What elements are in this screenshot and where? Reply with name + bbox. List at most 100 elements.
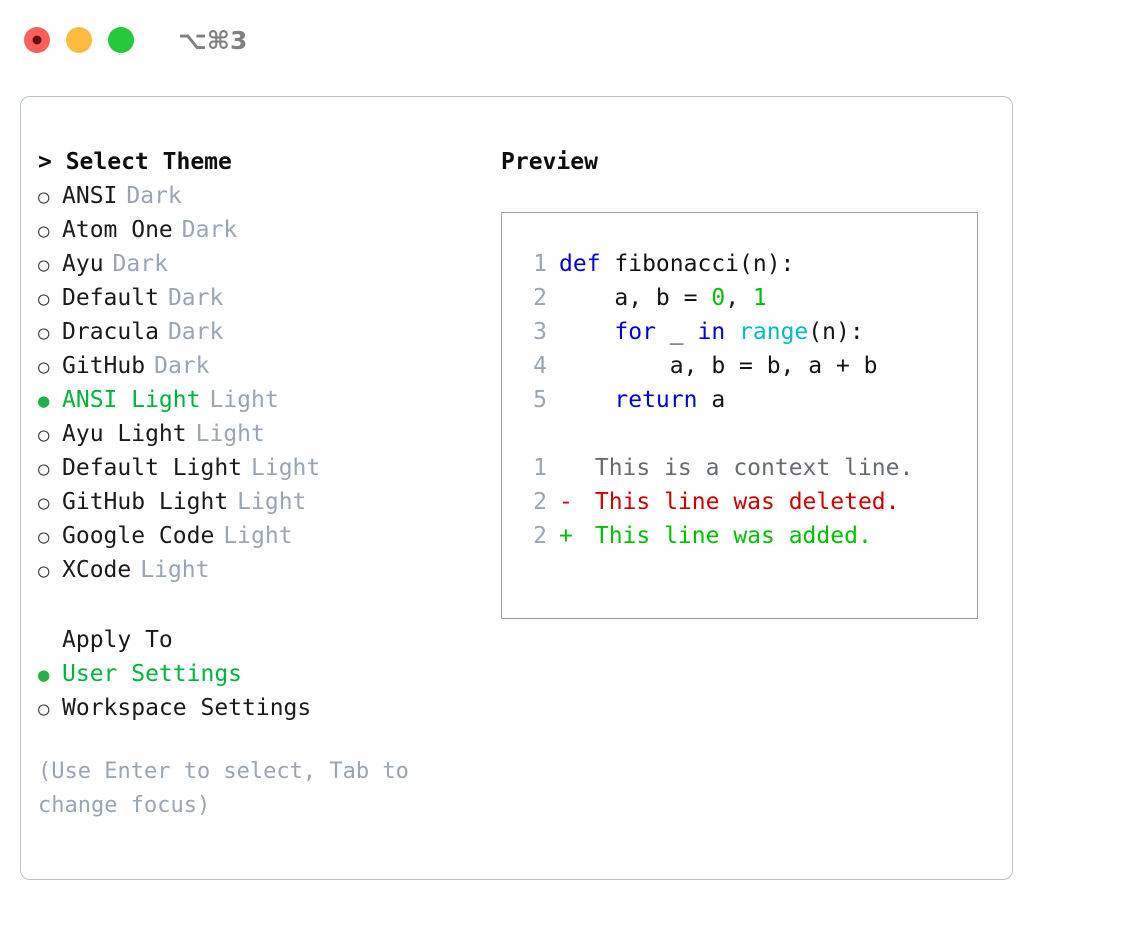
theme-option-label: Default Light <box>62 455 243 481</box>
theme-option-tag: Light <box>195 421 265 447</box>
radio-unselected-icon: ○ <box>38 424 50 446</box>
apply-to-option-user-settings[interactable]: ● User Settings <box>38 657 498 691</box>
diff-sign: - <box>559 489 573 515</box>
theme-option-xcode[interactable]: ○ XCode Light <box>38 553 498 587</box>
code-line-content: a, b = 0, 1 <box>559 281 767 315</box>
diff-line-ctx: 1 This is a context line. <box>502 451 977 485</box>
apply-to-list: ● User Settings ○Workspace Settings <box>38 657 498 725</box>
list-spacer <box>38 587 498 623</box>
diff-line-add: 2 + This line was added. <box>502 519 977 553</box>
theme-option-google-code[interactable]: ○ Google Code Light <box>38 519 498 553</box>
radio-unselected-icon: ○ <box>38 322 50 344</box>
radio-unselected-icon: ○ <box>38 186 50 208</box>
radio-unselected-icon: ○ <box>38 458 50 480</box>
diff-line-number: 2 <box>533 523 547 549</box>
theme-option-tag: Light <box>251 455 321 481</box>
radio-unselected-icon: ○ <box>38 220 50 242</box>
code-line-content: for _ in range(n): <box>559 315 864 349</box>
diff-line-number: 2 <box>533 489 547 515</box>
window-title: ⌥⌘3 <box>178 25 248 55</box>
code-line-number: 4 <box>533 353 547 379</box>
code-token-def: a <box>697 387 726 413</box>
radio-unselected-icon: ○ <box>38 254 50 276</box>
theme-option-label: ANSI <box>62 183 118 209</box>
apply-to-option-workspace-settings[interactable]: ○Workspace Settings <box>38 691 498 725</box>
code-line-number: 2 <box>533 285 547 311</box>
diff-line-number: 1 <box>533 455 547 481</box>
code-token-fn: range <box>739 319 809 345</box>
diff-line-content: This is a context line. <box>559 451 914 485</box>
keyboard-hint-text: (Use Enter to select, Tab to change focu… <box>38 759 409 818</box>
theme-option-label: Ayu <box>62 251 104 277</box>
theme-option-tag: Dark <box>167 285 224 311</box>
theme-option-label: Google Code <box>62 523 215 549</box>
diff-line-del: 2- This line was deleted. <box>502 485 977 519</box>
code-line-content: return a <box>559 383 725 417</box>
theme-option-label: GitHub Light <box>62 489 229 515</box>
code-token-kw: in <box>697 319 726 345</box>
maximize-button-icon[interactable] <box>108 27 134 53</box>
code-line-content: a, b = b, a + b <box>559 349 878 383</box>
theme-option-tag: Dark <box>181 217 238 243</box>
traffic-light-group <box>24 27 134 53</box>
radio-unselected-icon: ○ <box>38 288 50 310</box>
code-token-def: , <box>725 285 753 311</box>
radio-selected-icon: ● <box>38 390 50 412</box>
code-line: 3 for _ in range(n): <box>502 315 977 349</box>
radio-unselected-icon: ○ <box>38 356 50 378</box>
radio-selected-icon: ● <box>38 664 50 686</box>
radio-unselected-icon: ○ <box>38 526 50 548</box>
code-token-def <box>559 319 614 345</box>
code-token-kw: def <box>559 251 601 277</box>
theme-option-default-light[interactable]: ○ Default Light Light <box>38 451 498 485</box>
theme-option-tag: Light <box>223 523 293 549</box>
code-token-kw: return <box>614 387 698 413</box>
theme-option-github[interactable]: ○ GitHub Dark <box>38 349 498 383</box>
theme-option-tag: Light <box>209 387 279 413</box>
code-line: 4 a, b = b, a + b <box>502 349 977 383</box>
diff-line-content: - This line was deleted. <box>559 485 900 519</box>
code-line-number: 1 <box>533 251 547 277</box>
theme-option-tag: Dark <box>154 353 210 379</box>
code-token-def <box>559 387 614 413</box>
theme-option-tag: Dark <box>112 251 168 277</box>
theme-option-label: GitHub <box>62 353 146 379</box>
diff-text: This line was deleted. <box>581 489 900 515</box>
code-token-def: _ <box>655 319 698 345</box>
minimize-button-icon[interactable] <box>66 27 92 53</box>
radio-unselected-icon: ○ <box>38 492 50 514</box>
diff-text: This line was added. <box>581 523 872 549</box>
close-button-icon[interactable] <box>24 27 50 53</box>
theme-option-atom-one[interactable]: ○ Atom One Dark <box>38 213 498 247</box>
theme-option-tag: Dark <box>167 319 224 345</box>
theme-option-tag: Light <box>140 557 210 583</box>
diff-preview: 1 This is a context line.2- This line wa… <box>502 451 977 553</box>
code-token-def: (n): <box>808 319 864 345</box>
code-token-kw: for <box>614 319 656 345</box>
code-token-def: a, b = <box>559 285 712 311</box>
apply-to-heading: Apply To <box>62 627 173 653</box>
radio-unselected-icon: ○ <box>38 560 50 582</box>
select-theme-heading: > Select Theme <box>38 149 232 175</box>
theme-option-label: Atom One <box>62 217 173 243</box>
code-token-def: fibonacci(n): <box>600 251 795 277</box>
theme-option-ayu[interactable]: ○ Ayu Dark <box>38 247 498 281</box>
theme-option-label: XCode <box>62 557 132 583</box>
apply-to-option-label: User Settings <box>62 661 243 687</box>
code-token-num: 1 <box>752 285 767 311</box>
radio-unselected-icon: ○ <box>38 698 50 720</box>
theme-option-github-light[interactable]: ○ GitHub Light Light <box>38 485 498 519</box>
diff-line-content: + This line was added. <box>559 519 872 553</box>
diff-sign <box>559 451 581 485</box>
code-line: 5 return a <box>502 383 977 417</box>
theme-option-tag: Light <box>237 489 307 515</box>
